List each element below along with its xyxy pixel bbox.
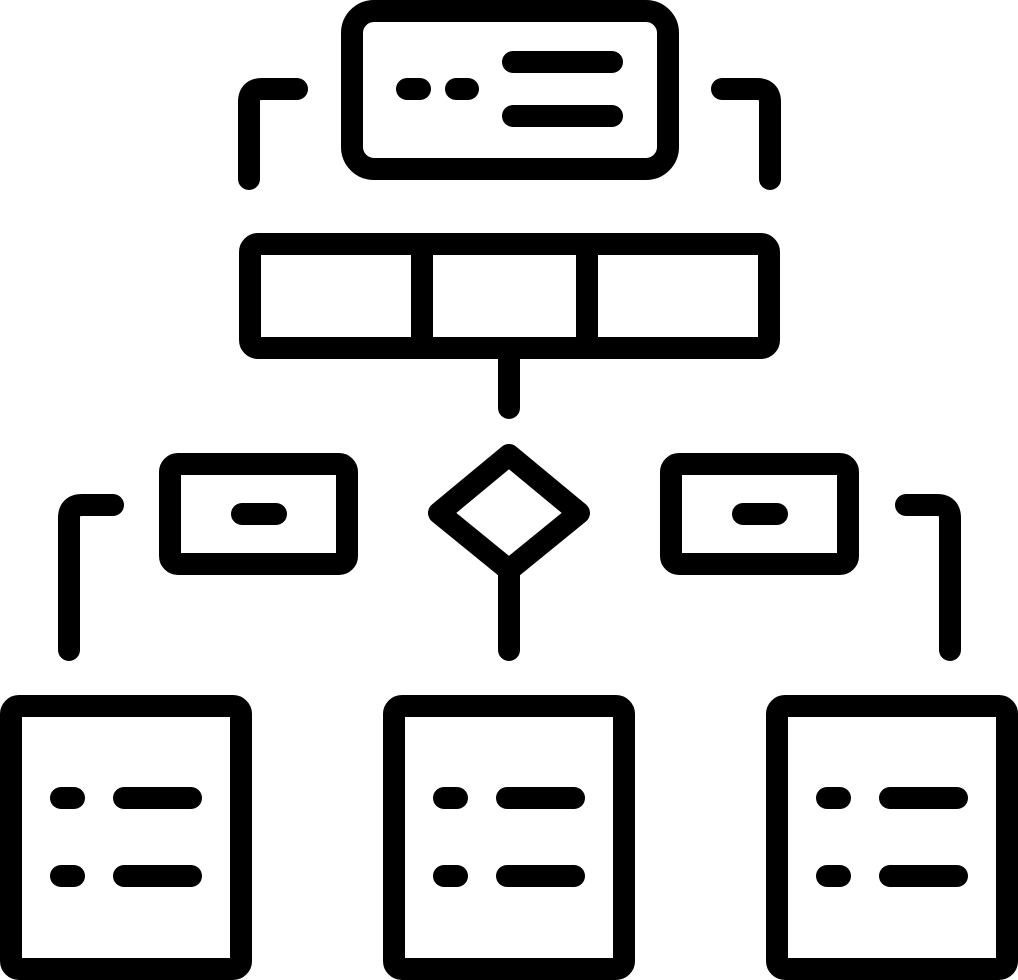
center-document xyxy=(383,695,635,980)
decision-diamond xyxy=(428,444,590,661)
left-label-frame xyxy=(159,453,358,575)
right-document xyxy=(766,695,1018,980)
lower-right-bracket xyxy=(895,494,961,661)
center-document-frame xyxy=(383,695,635,980)
right-document-frame xyxy=(766,695,1018,980)
left-document-frame xyxy=(0,695,252,980)
lower-left-bracket xyxy=(58,494,124,661)
diamond-shape xyxy=(428,444,590,581)
left-document xyxy=(0,695,252,980)
left-label-box xyxy=(159,453,358,575)
top-card xyxy=(341,0,679,180)
top-left-bracket xyxy=(238,78,308,190)
top-right-bracket xyxy=(711,78,781,190)
right-label-box xyxy=(660,453,859,575)
right-label-frame xyxy=(660,453,859,575)
three-cell-bar xyxy=(239,233,780,359)
bar-frame xyxy=(239,233,780,359)
top-card-frame xyxy=(341,0,679,180)
